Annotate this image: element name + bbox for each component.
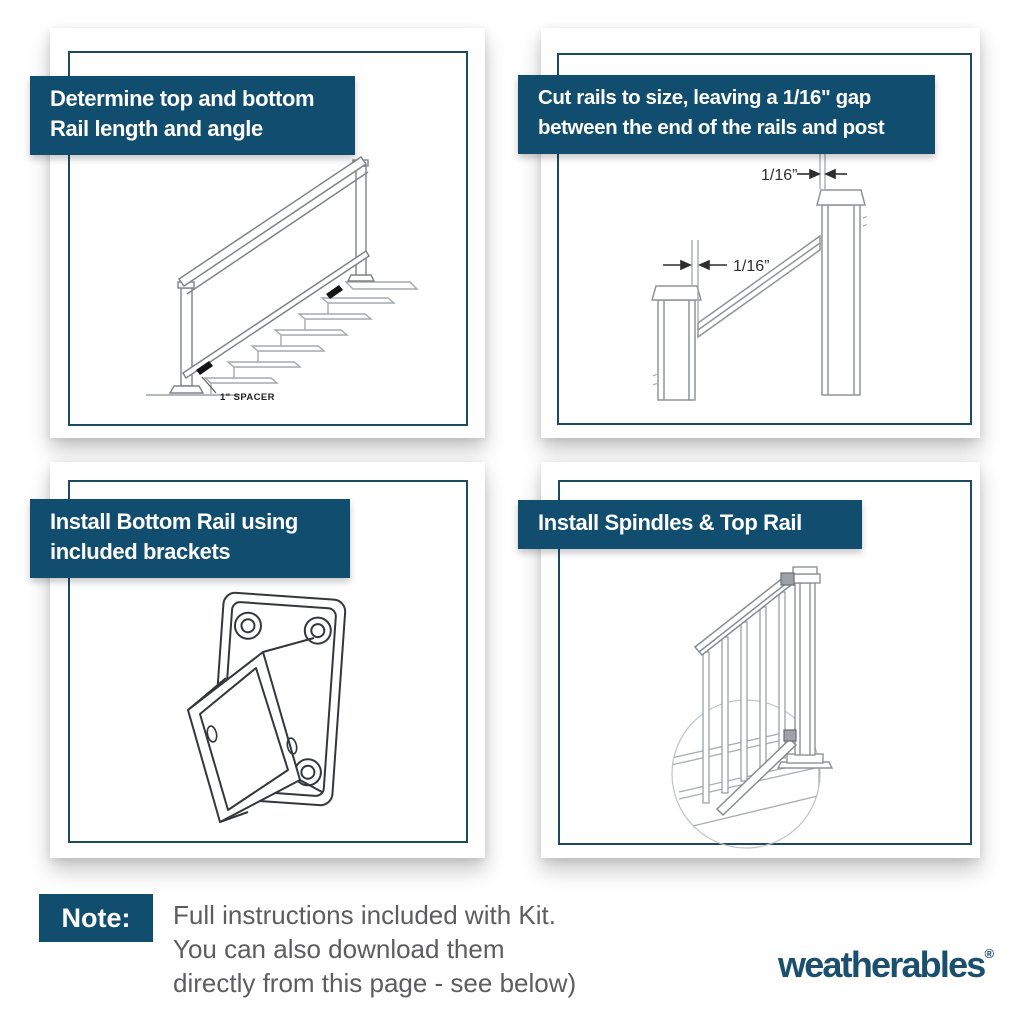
panel-title-determine: Determine top and bottom Rail length and… [30,76,355,155]
panel-title-bottom-rail: Install Bottom Rail using included brack… [30,499,350,578]
registered-mark: ® [984,946,995,961]
gap-dimension-lower: 1/16” [733,258,769,275]
panel-border [68,51,468,426]
note-label: Note: [39,894,153,942]
note-line-1: Full instructions included with Kit. [173,900,556,930]
panel-border [558,480,972,845]
figure-rail-gap-diagram: 1/16” 1/16” [651,146,869,401]
figure-spindles-top-rail [671,566,834,849]
panel-determine-rails: 1" SPACER Determine top and bottom Rail … [30,28,485,438]
figure-rail-bracket [187,591,347,823]
figure-stair-railing: 1" SPACER [146,155,419,403]
note-text: Full instructions included with Kit. You… [173,898,576,1000]
spacer-markers [196,285,343,375]
note-line-3: directly from this page - see below) [173,968,577,998]
panel-cut-rails: 1/16” 1/16” Cut rails to size, leaving a… [518,28,980,438]
panel-title-cut-rails: Cut rails to size, leaving a 1/16" gap b… [518,75,935,154]
panel-border [68,480,468,843]
panel-border [557,53,972,425]
brand-name: weatherables [778,944,986,985]
panel-install-spindles: Install Spindles & Top Rail [518,462,980,858]
spacer-label: 1" SPACER [220,392,275,403]
weatherables-logo: weatherables® [778,944,994,986]
note-line-2: You can also download them [173,934,505,964]
panel-title-spindles: Install Spindles & Top Rail [518,500,862,549]
panel-install-bottom-rail: Install Bottom Rail using included brack… [30,462,485,858]
gap-dimension-upper: 1/16” [761,167,797,184]
